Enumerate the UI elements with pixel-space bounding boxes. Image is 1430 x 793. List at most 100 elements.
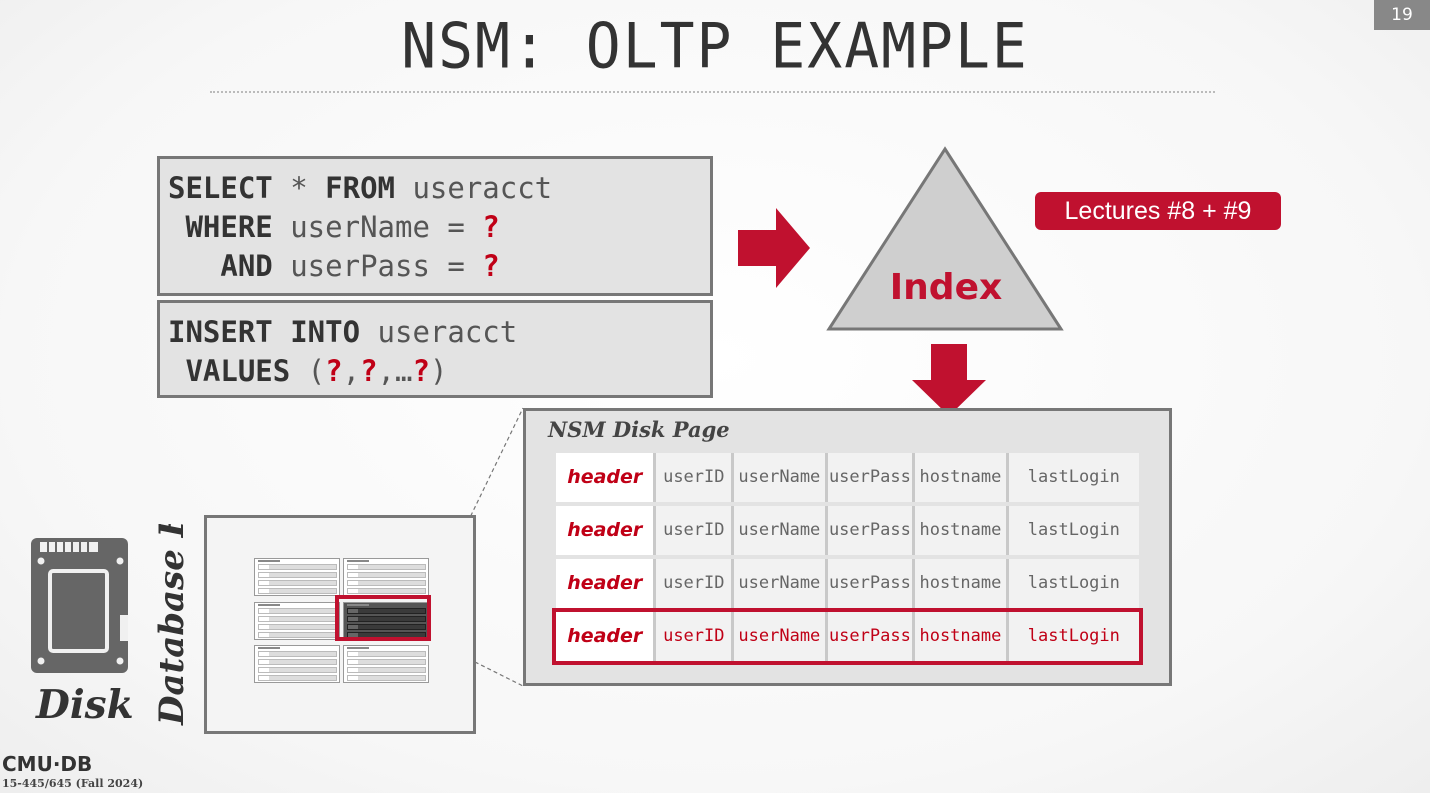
mini-disk-page bbox=[254, 645, 340, 683]
title-divider bbox=[210, 91, 1215, 93]
mini-page-row bbox=[347, 588, 426, 594]
mini-page-title bbox=[258, 604, 280, 606]
database-file-box bbox=[204, 515, 476, 734]
and-clause: userPass = bbox=[272, 249, 483, 283]
mini-row-header bbox=[348, 609, 358, 613]
placeholder-param: ? bbox=[482, 249, 500, 283]
insert-query-box: INSERT INTO useracct VALUES (?,?,…?) bbox=[157, 300, 713, 398]
tuple-attribute-cell: userName bbox=[734, 453, 828, 502]
mini-page-title bbox=[258, 560, 280, 562]
cmu-db-logo: CMU·DB bbox=[2, 752, 93, 776]
mini-page-row bbox=[258, 572, 337, 578]
mini-row-header bbox=[259, 589, 269, 593]
placeholder-param: ? bbox=[360, 354, 378, 388]
select-star: * bbox=[272, 171, 326, 205]
mini-row-header bbox=[259, 625, 269, 629]
mini-row-header bbox=[259, 660, 269, 664]
mini-row-header bbox=[348, 668, 358, 672]
insert-line-2: VALUES (?,?,…?) bbox=[168, 352, 702, 391]
kw-insert-into: INSERT INTO bbox=[168, 315, 361, 349]
mini-row-header bbox=[348, 565, 358, 569]
mini-row-header bbox=[348, 660, 358, 664]
selected-page-highlight bbox=[335, 595, 431, 641]
tuple-attribute-cell: userID bbox=[656, 559, 735, 608]
tuple-attribute-cell: userID bbox=[656, 453, 735, 502]
mini-page-title bbox=[347, 560, 369, 562]
kw-where: WHERE bbox=[168, 210, 273, 244]
mini-row-header bbox=[348, 652, 358, 656]
tuple-attribute-cell: userName bbox=[734, 559, 828, 608]
placeholder-param: ? bbox=[325, 354, 343, 388]
where-clause: userName = bbox=[272, 210, 483, 244]
slide-title: NSM: OLTP EXAMPLE bbox=[401, 9, 1029, 83]
tuple-attribute-cell: userName bbox=[734, 612, 828, 661]
tuple-attribute-cell: lastLogin bbox=[1008, 559, 1139, 608]
table-name: useracct bbox=[360, 315, 518, 349]
tuple-attribute-cell: hostname bbox=[915, 559, 1009, 608]
database-file-text: Database File bbox=[152, 524, 192, 726]
tuple-header-cell: header bbox=[556, 506, 657, 555]
kw-from: FROM bbox=[325, 171, 395, 205]
tuple-attribute-cell: lastLogin bbox=[1008, 612, 1139, 661]
tuple-attribute-cell: hostname bbox=[915, 612, 1009, 661]
course-label: 15-445/645 (Fall 2024) bbox=[2, 777, 144, 790]
mini-disk-page bbox=[254, 602, 340, 640]
arrow-right-icon bbox=[738, 208, 810, 288]
tuple-attribute-cell: lastLogin bbox=[1008, 506, 1139, 555]
tuple-attribute-cell: userID bbox=[656, 506, 735, 555]
mini-row-header bbox=[259, 633, 269, 637]
mini-page-title bbox=[347, 647, 369, 649]
mini-row-header bbox=[348, 676, 358, 680]
select-query-box: SELECT * FROM useracct WHERE userName = … bbox=[157, 156, 713, 296]
values-open: ( bbox=[290, 354, 326, 388]
values-sep: ,… bbox=[377, 354, 413, 388]
mini-row-header bbox=[259, 609, 269, 613]
mini-row-header bbox=[259, 581, 269, 585]
mini-page-row bbox=[258, 588, 337, 594]
insert-line-1: INSERT INTO useracct bbox=[168, 313, 702, 352]
mini-page-row bbox=[347, 616, 426, 622]
tuple-attribute-cell: lastLogin bbox=[1008, 453, 1139, 502]
mini-page-row bbox=[347, 651, 426, 657]
disk-label: Disk bbox=[36, 682, 134, 728]
mini-row-header bbox=[259, 617, 269, 621]
values-sep: , bbox=[342, 354, 361, 388]
kw-and: AND bbox=[168, 249, 273, 283]
tuple-attribute-cell: userPass bbox=[827, 612, 916, 661]
tuple-attribute-cell: userPass bbox=[827, 506, 916, 555]
mini-row-header bbox=[348, 581, 358, 585]
kw-select: SELECT bbox=[168, 171, 273, 205]
mini-row-header bbox=[348, 617, 358, 621]
mini-row-header bbox=[348, 633, 358, 637]
mini-disk-page bbox=[343, 602, 429, 640]
mini-row-header bbox=[259, 668, 269, 672]
mini-page-row bbox=[347, 572, 426, 578]
tuple-attribute-cell: hostname bbox=[915, 506, 1009, 555]
slide-number: 19 bbox=[1374, 0, 1430, 30]
mini-page-row bbox=[258, 580, 337, 586]
tuple-attribute-cell: hostname bbox=[915, 453, 1009, 502]
mini-row-header bbox=[259, 652, 269, 656]
mini-page-title bbox=[258, 647, 280, 649]
select-line-3: AND userPass = ? bbox=[168, 247, 702, 286]
mini-row-header bbox=[348, 573, 358, 577]
mini-disk-page bbox=[254, 558, 340, 596]
tuple-attribute-cell: userPass bbox=[827, 453, 916, 502]
mini-disk-page bbox=[343, 645, 429, 683]
mini-page-row bbox=[347, 564, 426, 570]
mini-page-row bbox=[347, 659, 426, 665]
mini-page-row bbox=[258, 659, 337, 665]
placeholder-param: ? bbox=[412, 354, 430, 388]
mini-page-row bbox=[347, 608, 426, 614]
lectures-badge: Lectures #8 + #9 bbox=[1035, 192, 1281, 230]
mini-row-header bbox=[348, 589, 358, 593]
select-line-1: SELECT * FROM useracct bbox=[168, 169, 702, 208]
mini-page-row bbox=[258, 667, 337, 673]
mini-page-row bbox=[258, 632, 337, 638]
table-name: useracct bbox=[395, 171, 553, 205]
mini-page-row bbox=[258, 651, 337, 657]
mini-page-row bbox=[347, 624, 426, 630]
nsm-page-title: NSM Disk Page bbox=[548, 417, 730, 442]
